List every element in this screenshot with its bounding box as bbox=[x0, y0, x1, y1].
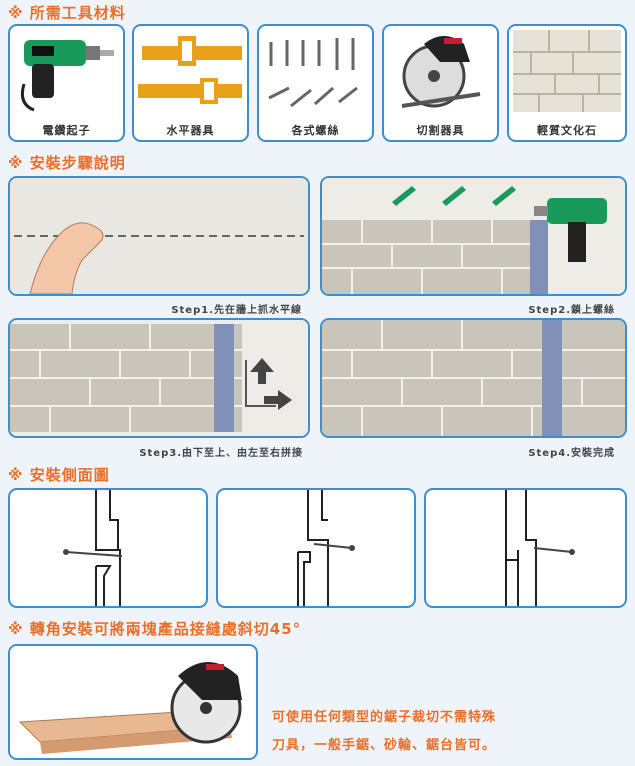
screws-icon bbox=[268, 38, 358, 108]
material-card-drill: 電鑽起子 bbox=[8, 24, 125, 142]
finished-wall-illustration bbox=[322, 320, 625, 436]
step-caption: Step1.先在牆上抓水平線 bbox=[171, 305, 302, 316]
hand-leveling-illustration bbox=[10, 178, 308, 294]
side-view-panel-2 bbox=[216, 488, 416, 608]
corner-note-line-2: 刀具，一般手鋸、砂輪、鋸台皆可。 bbox=[272, 738, 497, 753]
material-card-stone: 輕質文化石 bbox=[507, 24, 627, 142]
screwing-illustration bbox=[322, 178, 625, 294]
step2-panel bbox=[320, 176, 627, 296]
step3-panel bbox=[8, 318, 310, 438]
section-title-corner: ※ 轉角安裝可將兩塊產品接縫處斜切45° bbox=[8, 620, 302, 638]
spirit-level-icon bbox=[138, 36, 242, 104]
side-view-panel-3 bbox=[424, 488, 627, 608]
material-label: 切割器具 bbox=[416, 124, 465, 137]
section-title-side-view: ※ 安裝側面圖 bbox=[8, 466, 110, 484]
section-title-steps: ※ 安裝步驟說明 bbox=[8, 154, 126, 172]
step-caption: Step3.由下至上、由左至右拼接 bbox=[139, 448, 303, 459]
drill-icon bbox=[20, 40, 114, 112]
step4-panel bbox=[320, 318, 627, 438]
section-title-materials: ※ 所需工具材料 bbox=[8, 4, 126, 22]
material-label: 各式螺絲 bbox=[291, 124, 340, 137]
corner-cut-panel bbox=[8, 644, 258, 760]
side-view-diagram bbox=[63, 490, 123, 606]
material-label: 水平器具 bbox=[166, 124, 215, 137]
right-arrow-icon bbox=[264, 390, 292, 410]
material-card-saw: 切割器具 bbox=[382, 24, 499, 142]
stacking-illustration bbox=[10, 320, 308, 436]
side-view-diagram bbox=[505, 490, 575, 606]
side-view-panel-1 bbox=[8, 488, 208, 608]
material-card-screws: 各式螺絲 bbox=[257, 24, 374, 142]
screw-icon bbox=[533, 547, 573, 553]
material-label: 電鑽起子 bbox=[42, 124, 91, 137]
step-caption: Step4.安裝完成 bbox=[528, 448, 615, 459]
side-view-diagram bbox=[297, 490, 355, 606]
saw-cutting-illustration bbox=[10, 646, 256, 758]
culture-stone-icon bbox=[513, 30, 621, 112]
material-label: 輕質文化石 bbox=[537, 124, 597, 137]
up-arrow-icon bbox=[250, 358, 274, 384]
step-caption: Step2.鎖上螺絲 bbox=[528, 305, 615, 316]
step1-panel bbox=[8, 176, 310, 296]
screw-icon bbox=[65, 551, 123, 557]
material-card-level: 水平器具 bbox=[132, 24, 249, 142]
screw-icon bbox=[313, 543, 353, 549]
corner-note-line-1: 可使用任何類型的鋸子裁切不需特殊 bbox=[272, 710, 497, 725]
circular-saw-icon bbox=[401, 36, 481, 108]
